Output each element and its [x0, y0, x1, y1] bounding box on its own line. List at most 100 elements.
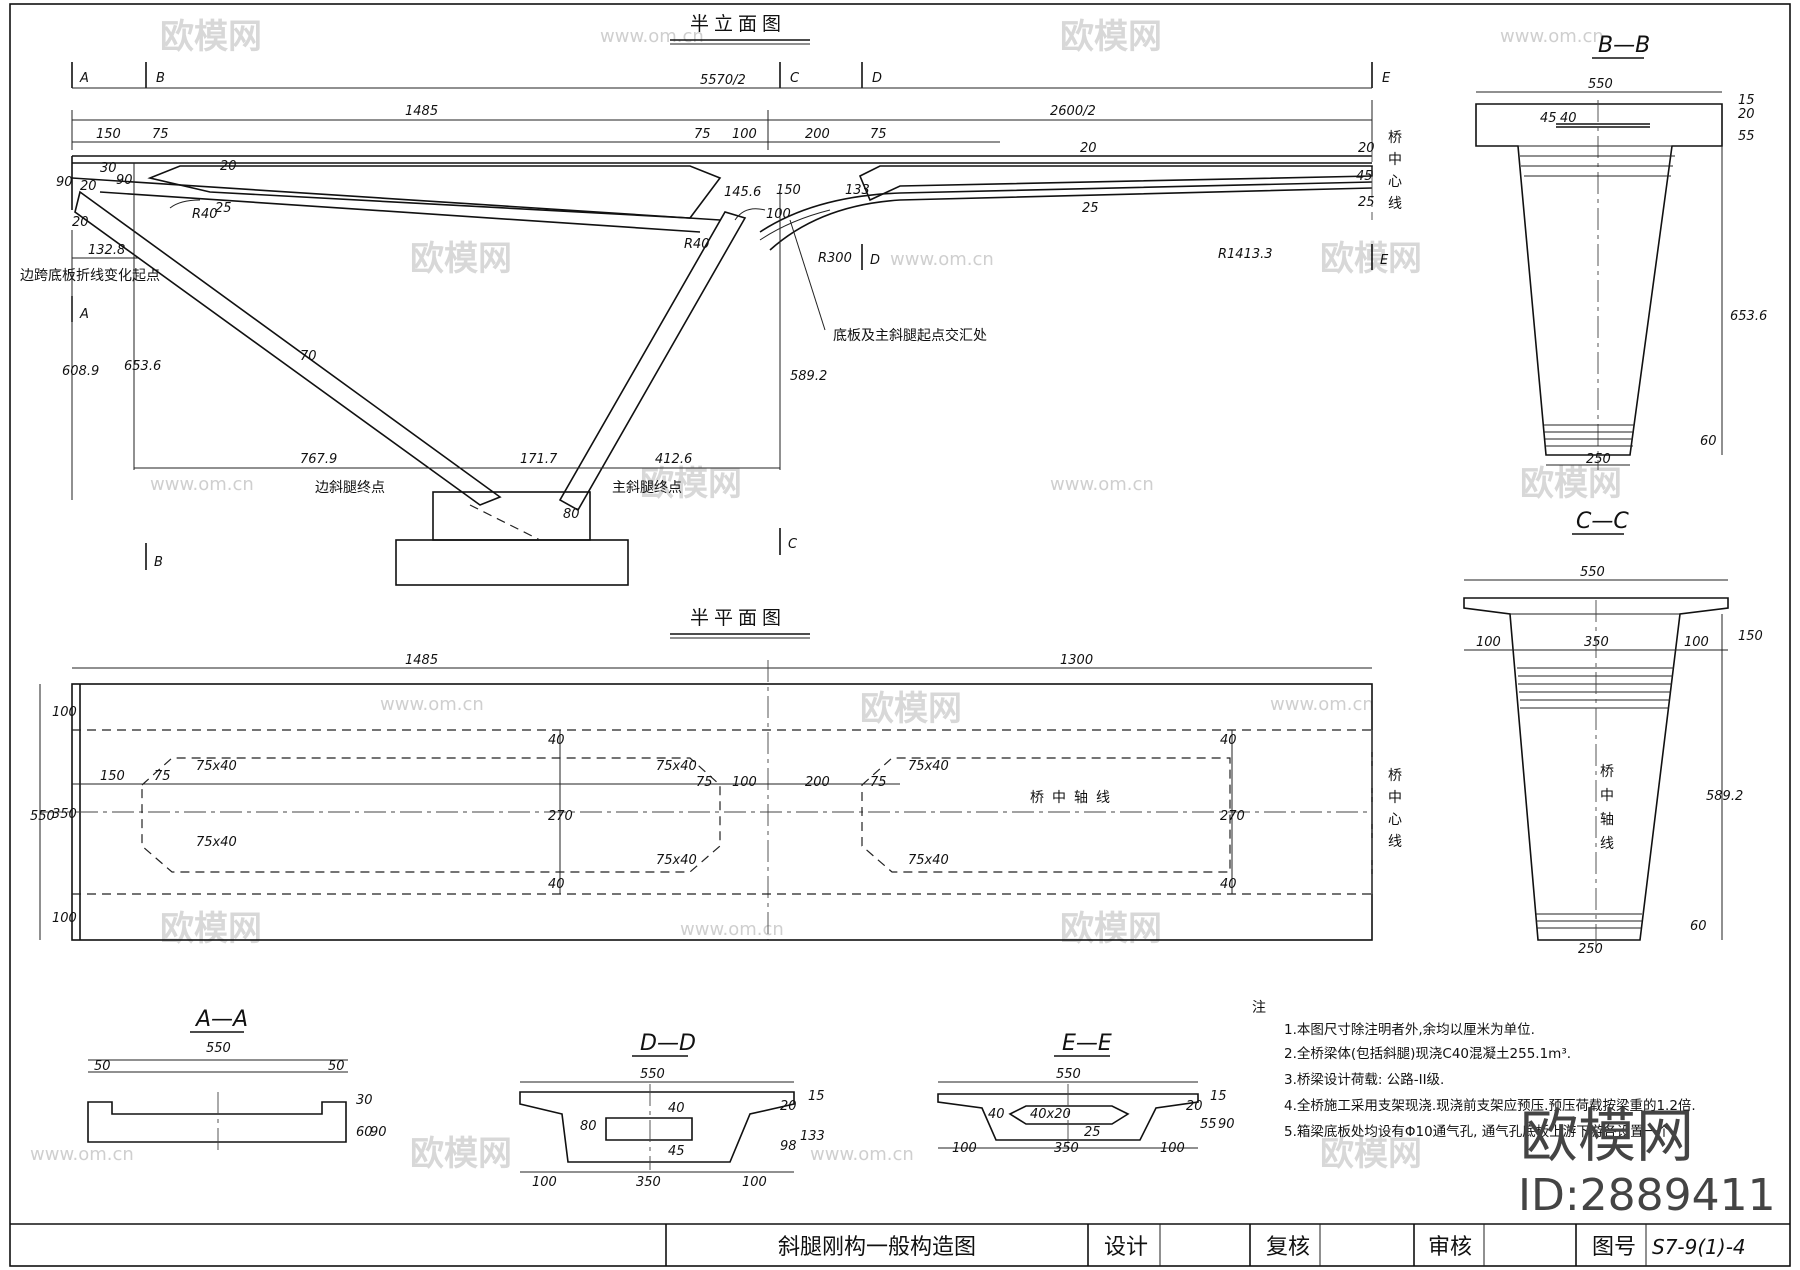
watermark-url: www.om.cn [680, 919, 784, 940]
watermark-url: www.om.cn [810, 1144, 914, 1165]
ee-dim: 55 [1200, 1117, 1217, 1132]
dim-detail: 25 [215, 201, 232, 216]
dd-dim: 550 [640, 1067, 665, 1082]
chamfer-label: 75x40 [196, 835, 237, 850]
plan-dim-inner: 270 [548, 809, 573, 824]
ee-dim: 100 [1160, 1141, 1185, 1156]
dim-left: 132.8 [88, 243, 125, 258]
watermark-url: www.om.cn [150, 474, 254, 495]
watermark-url: www.om.cn [600, 26, 704, 47]
radius-label: R1413.3 [1218, 247, 1273, 262]
chamfer-label: 75x40 [908, 853, 949, 868]
plan-dim-inner: 270 [1220, 809, 1245, 824]
sheet-border [9, 3, 1791, 1267]
radius-label: R40 [684, 237, 710, 252]
plan-dim-main: 1300 [1060, 653, 1093, 668]
section-mark-b: B [154, 555, 163, 570]
bb-dim: 550 [1588, 77, 1613, 92]
dim-detail: 90 [116, 173, 133, 188]
plan-dim-side: 1485 [405, 653, 438, 668]
plan-dim-left: 550 [30, 809, 55, 824]
dim-bottom: 171.7 [520, 452, 558, 467]
section-mark-c: C [788, 537, 798, 552]
chamfer-label: 75x40 [196, 759, 237, 774]
ee-dim: 90 [1218, 1117, 1235, 1132]
watermark-url: www.om.cn [1050, 474, 1154, 495]
label-side-slope-start: 边跨底板折线变化起点 [20, 268, 160, 284]
plan-dim-left: 100 [52, 705, 77, 720]
bb-dim: 15 [1738, 93, 1755, 108]
aa-dim: 60 [356, 1125, 373, 1140]
label-drawing-number: 图号 [1592, 1235, 1636, 1260]
title-block: 斜腿刚构一般构造图 设计 复核 审核 图号 S7-9(1)-4 [10, 1223, 1790, 1266]
watermark-brand: 欧模网 [1320, 239, 1422, 279]
plan-dim-inner: 40 [548, 877, 565, 892]
watermark-brand: 欧模网 [640, 464, 742, 504]
dd-dim: 133 [800, 1129, 825, 1144]
note-item: 5.箱梁底板处均设有Φ10通气孔, 通气孔底板上游下游各设置一个. [1284, 1124, 1675, 1140]
section-mark-a: A [79, 71, 89, 86]
plan-center-label: 桥 中 心 线 [1388, 768, 1402, 850]
dim-detail: 150 [96, 127, 121, 142]
bridge-center-label: 桥 中 心 线 [1388, 130, 1402, 212]
watermark-brand: 欧模网 [410, 239, 512, 279]
plan-dim-inner: 150 [100, 769, 125, 784]
dd-dim: 80 [580, 1119, 597, 1134]
cc-dim: 150 [1738, 629, 1763, 644]
aa-dim: 30 [356, 1093, 373, 1108]
dim-side-span: 1485 [405, 104, 438, 119]
watermark-brand: 欧模网 [1060, 909, 1162, 949]
dim-detail: 25 [1358, 195, 1375, 210]
label-design: 设计 [1104, 1235, 1148, 1260]
dim-detail: 30 [100, 161, 117, 176]
bb-title: B—B [1598, 33, 1650, 58]
dim-detail: 25 [1082, 201, 1099, 216]
dd-dim: 20 [780, 1099, 797, 1114]
dim-detail: 20 [80, 179, 97, 194]
dim-detail: 200 [805, 127, 830, 142]
bb-dim: 40 [1560, 111, 1577, 126]
dim-right: 589.2 [790, 369, 827, 384]
note-item: 1.本图尺寸除注明者外,余均以厘米为单位. [1284, 1021, 1535, 1038]
ee-dim: 350 [1054, 1141, 1079, 1156]
svg-text:桥: 桥 [1388, 768, 1402, 784]
chamfer-label: 75x40 [908, 759, 949, 774]
dim-detail: 90 [56, 175, 73, 190]
watermark-url: www.om.cn [30, 1144, 134, 1165]
bb-dim: 250 [1586, 452, 1611, 467]
dim-bottom: 80 [563, 507, 580, 522]
dim-detail: 45 [1356, 169, 1373, 184]
half-elevation-view: 半立面图 5570/2 1485 2600/2 150 75 75 100 20… [20, 13, 1402, 586]
section-mark-d: D [870, 253, 880, 268]
svg-text:线: 线 [1388, 196, 1402, 212]
radius-label: R40 [192, 207, 218, 222]
bb-dim: 45 [1540, 111, 1557, 126]
bb-dim: 55 [1738, 129, 1755, 144]
dd-dim: 45 [668, 1144, 685, 1159]
dim-detail: 20 [72, 215, 89, 230]
watermark-brand: 欧模网 [1520, 464, 1622, 504]
section-mark-e: E [1382, 71, 1391, 86]
cc-dim: 100 [1684, 635, 1709, 650]
ee-dim: 15 [1210, 1089, 1227, 1104]
section-cc: C—C 550 100 350 100 150 589.2 60 250 桥 中… [1463, 509, 1763, 957]
ee-dim: 25 [1084, 1125, 1101, 1140]
plan-dim-inner: 40 [1220, 877, 1237, 892]
dim-detail: 20 [1358, 141, 1375, 156]
section-marks: A B C D E A B C D E [71, 62, 1391, 570]
plan-title: 半平面图 [690, 607, 786, 629]
label-check: 复核 [1266, 1235, 1310, 1260]
section-mark-e: E [1380, 253, 1389, 268]
radius-label: R300 [818, 251, 852, 266]
cc-axis-label: 桥 中 轴 线 [1600, 764, 1614, 852]
plan-dim-left: 100 [52, 911, 77, 926]
plan-dim-inner: 75 [154, 769, 171, 784]
plan-axis-label: 桥中轴线 [1030, 790, 1118, 806]
svg-text:中: 中 [1388, 790, 1402, 806]
aa-dim: 50 [94, 1059, 111, 1074]
dd-dim: 100 [532, 1175, 557, 1190]
watermark-big: 欧模网 [1520, 1102, 1694, 1170]
watermark-url: www.om.cn [890, 249, 994, 270]
watermark-layer: 欧模网 欧模网 欧模网 欧模网 欧模网 欧模网 欧模网 欧模网 欧模网 欧模网 … [30, 17, 1622, 1174]
